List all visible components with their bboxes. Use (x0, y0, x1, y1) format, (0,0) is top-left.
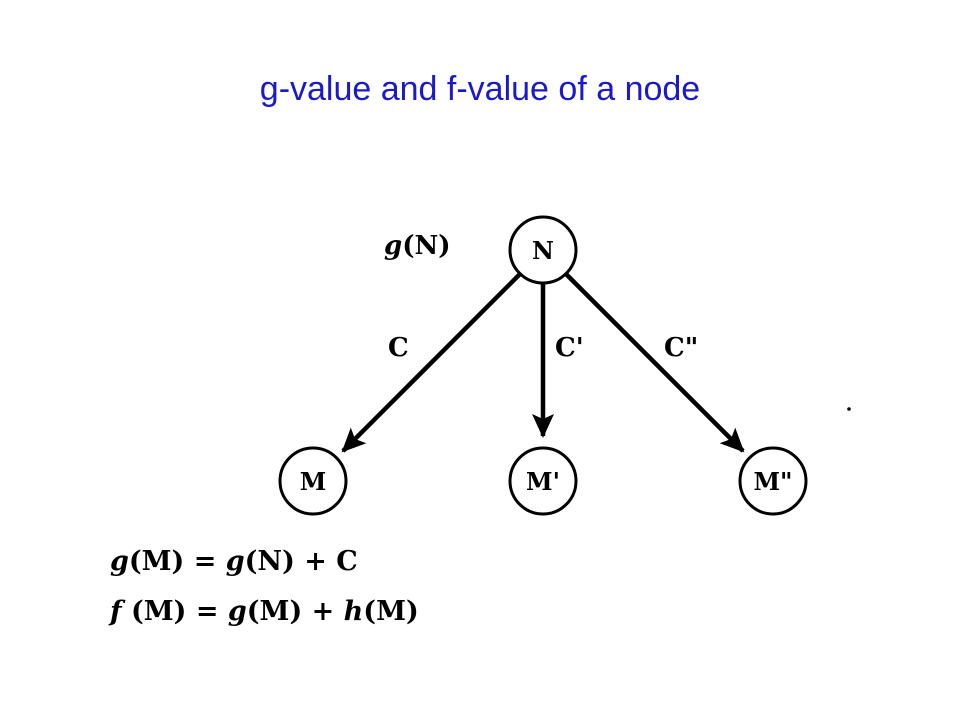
eq1-rhs1-arg: (N) + C (245, 546, 358, 577)
node-n: N (508, 215, 578, 285)
eq2-rhs2-arg: (M) (363, 596, 418, 627)
node-m-double-prime-label: M" (753, 467, 792, 496)
slide-title: g-value and f-value of a node (259, 70, 701, 108)
eq1-lhs-arg: (M) = (129, 546, 226, 577)
edge-cost-c-double-prime: C" (664, 333, 698, 363)
equation-f-of-m: f (M) = g(M) + h(M) (108, 596, 419, 627)
g-of-n-label: g(N) (384, 231, 451, 261)
stray-dot (847, 407, 851, 411)
node-m-label: M (300, 467, 327, 496)
eq1-rhs1-func: g (226, 546, 245, 577)
equation-g-of-m: g(M) = g(N) + C (110, 546, 358, 577)
eq2-lhs-arg: (M) = (122, 596, 228, 627)
node-m-prime-label: M' (526, 467, 560, 496)
eq1-lhs-func: g (110, 546, 129, 577)
node-m-double-prime: M" (738, 446, 808, 516)
node-m: M (278, 446, 348, 516)
g-of-n-func: g (384, 231, 402, 261)
eq2-rhs1-func: g (228, 596, 247, 627)
node-n-label: N (532, 236, 554, 265)
edge-cost-c: C (388, 333, 409, 363)
node-m-prime: M' (508, 446, 578, 516)
eq2-rhs1-arg: (M) + (247, 596, 344, 627)
edge-n-to-m (341, 270, 524, 453)
edge-cost-c-prime: C' (555, 333, 584, 363)
g-of-n-arg: (N) (402, 231, 450, 261)
eq2-rhs2-func: h (344, 596, 364, 627)
edge-n-to-m-double-prime (562, 270, 745, 453)
eq2-lhs-func: f (108, 596, 126, 627)
